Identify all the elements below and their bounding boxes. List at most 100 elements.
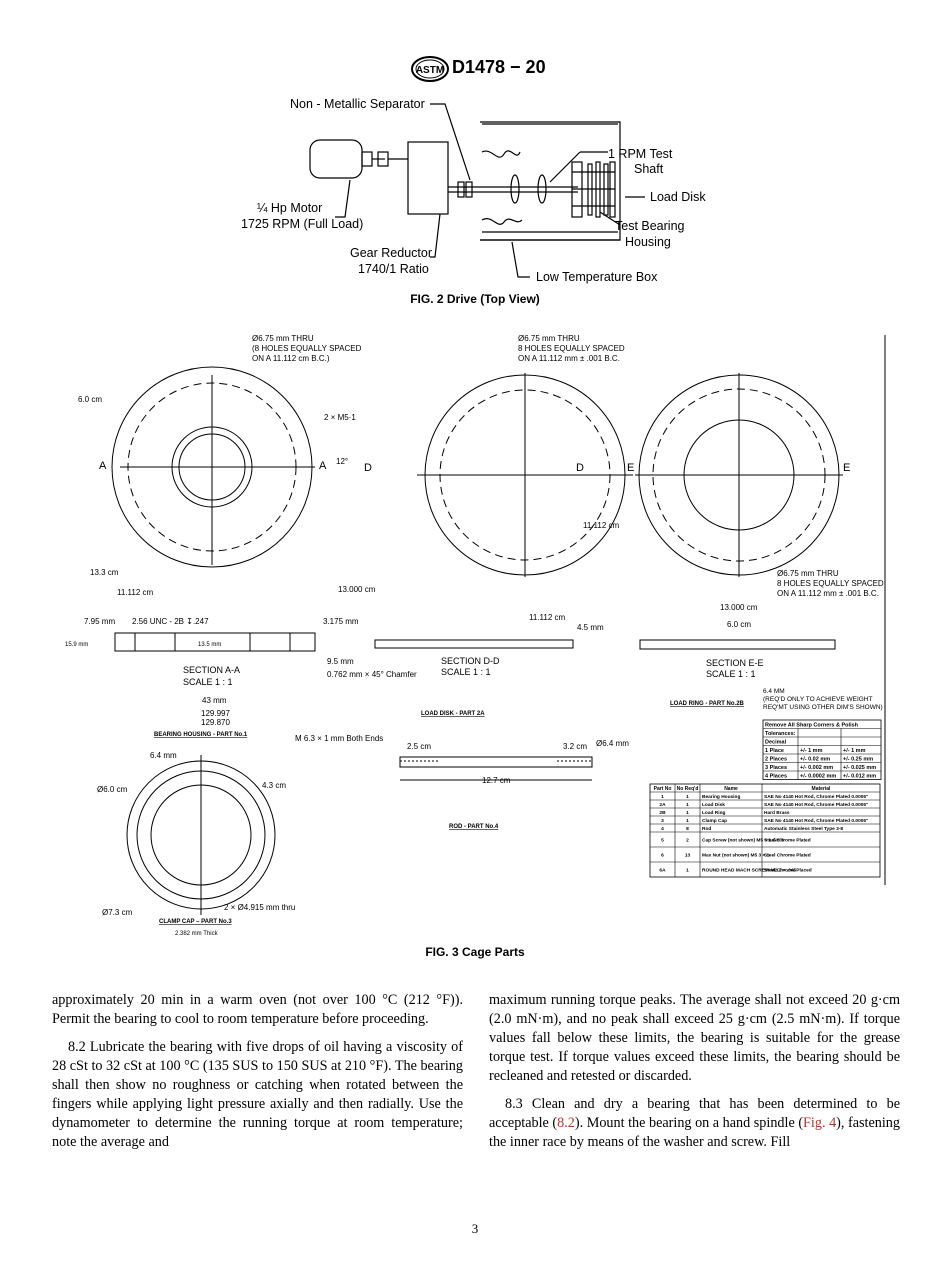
table-cell: +/- 0.25 mm — [843, 757, 873, 763]
table-cell: 1 — [661, 794, 664, 800]
fig2-caption: FIG. 2 Drive (Top View) — [410, 292, 540, 306]
svg-text:SCALE 1 : 1: SCALE 1 : 1 — [441, 667, 491, 677]
svg-text:A: A — [319, 460, 327, 472]
table-cell: 5 — [661, 838, 664, 844]
table-cell: Decimal — [765, 740, 787, 746]
svg-text:ON A 11.112 mm ± .001 B.C.: ON A 11.112 mm ± .001 B.C. — [777, 589, 879, 598]
svg-text:0.762 mm × 45° Chamfer: 0.762 mm × 45° Chamfer — [327, 670, 417, 679]
svg-text:129.997: 129.997 — [201, 709, 230, 718]
table-cell: 1 Place — [765, 748, 784, 754]
table-cell: 1 — [686, 794, 689, 800]
table-cell: 3 Places — [765, 765, 787, 771]
svg-text:11.112 cm: 11.112 cm — [529, 613, 566, 622]
svg-text:ON A 11.112 cm B.C.): ON A 11.112 cm B.C.) — [252, 354, 330, 363]
table-cell: 1 — [686, 818, 689, 824]
table-cell: 6 — [661, 853, 664, 859]
svg-text:9.5 mm: 9.5 mm — [327, 657, 354, 666]
svg-text:2 × M5·1: 2 × M5·1 — [324, 413, 356, 422]
svg-text:129.870: 129.870 — [201, 718, 230, 727]
table-cell: Hard Brass — [764, 810, 790, 816]
svg-text:D: D — [576, 462, 584, 474]
table-cell: Rod — [702, 826, 711, 832]
svg-text:2 × Ø4.915 mm thru: 2 × Ø4.915 mm thru — [224, 903, 295, 912]
document-id: D1478 − 20 — [452, 57, 546, 77]
svg-text:ON A 11.112 mm ± .001 B.C.: ON A 11.112 mm ± .001 B.C. — [518, 354, 620, 363]
svg-text:12°: 12° — [336, 457, 348, 466]
table-cell: 4 — [661, 826, 664, 832]
svg-text:3.175 mm: 3.175 mm — [323, 617, 359, 626]
fig2-drive-diagram: Non - Metallic Separator 1 RPM Test Shaf… — [241, 97, 706, 284]
table-cell: Clamp Cap — [702, 818, 727, 824]
table-cell: Steel Chrome Plated — [764, 838, 811, 844]
table-header-cell: Material — [812, 786, 832, 792]
svg-text:13.000 cm: 13.000 cm — [338, 585, 376, 594]
svg-text:SECTION D-D: SECTION D-D — [441, 656, 500, 666]
svg-text:8 HOLES EQUALLY SPACED: 8 HOLES EQUALLY SPACED — [518, 344, 625, 353]
table-cell: Max Nut (not shown) M5 3 × 1 — [702, 853, 770, 859]
paragraph-8-2: 8.2 Lubricate the bearing with five drop… — [52, 1039, 463, 1150]
svg-text:(8 HOLES EQUALLY SPACED: (8 HOLES EQUALLY SPACED — [252, 344, 362, 353]
svg-text:Non - Metallic Separator: Non - Metallic Separator — [290, 97, 425, 111]
svg-text:7.95 mm: 7.95 mm — [84, 617, 115, 626]
table-cell: 3 — [661, 818, 664, 824]
svg-text:4.5 mm: 4.5 mm — [577, 623, 604, 632]
table-cell: SAE No 4140 Hot Rod, Chrome Plated 0.000… — [764, 802, 868, 808]
table-cell: +/- 0.02 mm — [800, 757, 830, 763]
svg-text:SECTION E-E: SECTION E-E — [706, 658, 764, 668]
table-cell: +/- 0.0002 mm — [800, 774, 836, 780]
svg-text:D: D — [364, 462, 372, 474]
paragraph: maximum running torque peaks. The averag… — [489, 992, 900, 1084]
svg-text:SECTION A-A: SECTION A-A — [183, 665, 240, 675]
svg-text:11.112 cm: 11.112 cm — [583, 521, 620, 530]
svg-text:Housing: Housing — [625, 235, 671, 249]
svg-text:13.5 mm: 13.5 mm — [198, 642, 221, 648]
table-cell: +/- 1 mm — [800, 748, 823, 754]
table-cell: +/- 0.002 mm — [800, 765, 833, 771]
svg-text:Low Temperature Box: Low Temperature Box — [536, 270, 658, 284]
table-cell: Steel Chrome Placed — [764, 868, 812, 874]
tolerance-table: Remove All Sharp Corners & PolishToleran… — [762, 719, 882, 780]
svg-text:SCALE 1 : 1: SCALE 1 : 1 — [183, 677, 233, 687]
svg-text:Ø6.75 mm THRU: Ø6.75 mm THRU — [777, 569, 839, 578]
svg-text:6.0 cm: 6.0 cm — [78, 395, 102, 404]
svg-text:Ø6.4 mm: Ø6.4 mm — [596, 739, 629, 748]
table-cell: Bearing Housing — [702, 794, 740, 800]
svg-text:1740/1 Ratio: 1740/1 Ratio — [358, 262, 429, 276]
svg-text:Shaft: Shaft — [634, 162, 664, 176]
table-cell: 6A — [659, 868, 666, 874]
svg-text:LOAD DISK - PART 2A: LOAD DISK - PART 2A — [421, 711, 485, 717]
table-cell: SAE No 4140 Hot Rod, Chrome Plated 0.000… — [764, 794, 868, 800]
tolerance-table-header: Remove All Sharp Corners & Polish — [765, 723, 859, 729]
svg-text:ASTM: ASTM — [416, 65, 444, 76]
table-cell: Load Ring — [702, 810, 726, 816]
astm-logo-icon: ASTM — [411, 56, 449, 82]
svg-text:E: E — [843, 462, 850, 474]
section-8-2-link[interactable]: 8.2 — [557, 1115, 575, 1131]
fig-4-link[interactable]: Fig. 4 — [803, 1115, 837, 1131]
table-cell: Automatic Stainless Steel Type 3-8 — [764, 826, 843, 832]
table-cell: 4 Places — [765, 774, 787, 780]
svg-text:A: A — [99, 460, 107, 472]
table-header-cell: Part No — [654, 786, 672, 792]
svg-text:6.4 MM: 6.4 MM — [763, 688, 785, 695]
svg-text:2.5 cm: 2.5 cm — [407, 742, 431, 751]
svg-text:Gear Reductor: Gear Reductor — [350, 246, 432, 260]
table-cell: 1 — [686, 810, 689, 816]
svg-text:13.3 cm: 13.3 cm — [90, 568, 119, 577]
svg-text:2.56 UNC - 2B ↧.247: 2.56 UNC - 2B ↧.247 — [132, 617, 209, 626]
svg-text:11.112 cm: 11.112 cm — [117, 588, 154, 597]
svg-text:CLAMP CAP – PART No.3: CLAMP CAP – PART No.3 — [159, 919, 232, 925]
fig3-caption: FIG. 3 Cage Parts — [425, 945, 525, 959]
table-cell: Cap Screw (not shown) M5 × 1.GH 3 — [702, 838, 784, 844]
svg-text:13.000 cm: 13.000 cm — [720, 603, 758, 612]
table-header-cell: No Req'd — [677, 786, 699, 792]
table-cell: +/- 1 mm — [843, 748, 866, 754]
svg-text:Load Disk: Load Disk — [650, 190, 706, 204]
svg-text:¼ Hp Motor: ¼ Hp Motor — [257, 201, 322, 215]
svg-text:LOAD RING - PART No.2B: LOAD RING - PART No.2B — [670, 701, 745, 707]
svg-text:SCALE 1 : 1: SCALE 1 : 1 — [706, 669, 756, 679]
svg-text:12.7 cm: 12.7 cm — [482, 776, 511, 785]
svg-text:Ø6.0 cm: Ø6.0 cm — [97, 785, 128, 794]
fig3-cage-parts-diagram: Ø6.75 mm THRU (8 HOLES EQUALLY SPACED ON… — [65, 334, 886, 937]
